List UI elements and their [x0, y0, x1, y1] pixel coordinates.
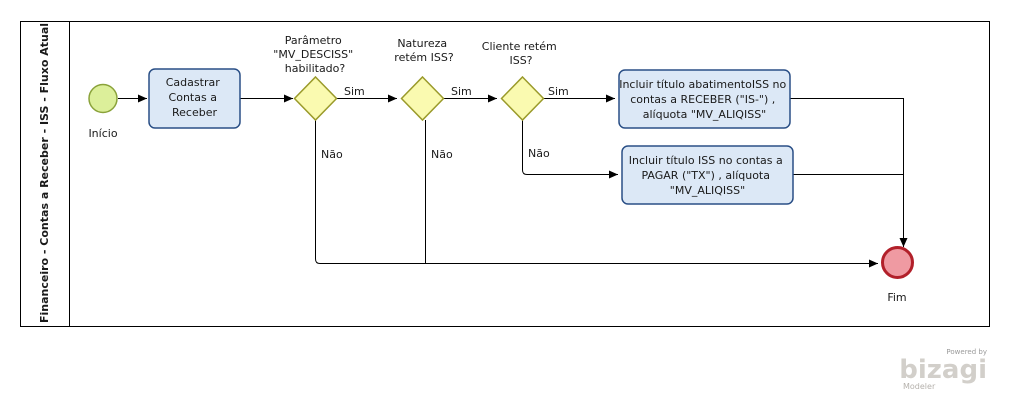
task-box — [148, 68, 241, 129]
start-event-label: Início — [88, 127, 117, 140]
flow-abatimento-to-fim — [790, 98, 908, 247]
gateway-diamond — [293, 75, 338, 122]
task-box — [621, 145, 794, 205]
gateway-natureza-retem-iss[interactable]: Natureza retém ISS? — [394, 37, 454, 122]
flow-label-nao-natureza: Não — [431, 148, 453, 161]
flow-cliente-nao — [522, 120, 618, 179]
flow-label-sim-parametro: Sim — [344, 85, 365, 98]
gateway-diamond — [400, 75, 445, 122]
task-label: Incluir título ISS no contas a PAGAR ("T… — [629, 154, 786, 197]
task-cadastrar-contas-a-receber[interactable]: Cadastrar Contas a Receber — [148, 68, 241, 129]
flow-label-sim-cliente: Sim — [548, 85, 569, 98]
task-label: Incluir título abatimentoISS no contas a… — [619, 78, 790, 121]
sequence-flows — [118, 94, 908, 268]
start-event[interactable]: Início — [88, 83, 118, 141]
start-event-circle — [88, 83, 118, 114]
flow-param-nao-to-fim — [315, 120, 878, 268]
flow-label-nao-parametro: Não — [321, 148, 343, 161]
task-box — [618, 69, 791, 129]
gateway-cliente-retem-iss[interactable]: Cliente retém ISS? — [482, 40, 560, 122]
task-incluir-titulo-iss-pagar[interactable]: Incluir título ISS no contas a PAGAR ("T… — [621, 145, 794, 205]
end-event-label: Fim — [887, 291, 906, 304]
flow-label-sim-natureza: Sim — [451, 85, 472, 98]
bizagi-logo: Powered by bizagi Modeler — [899, 348, 987, 391]
gateway-label: Natureza retém ISS? — [394, 37, 454, 64]
end-event-circle — [881, 246, 914, 279]
gateway-diamond — [500, 75, 545, 122]
bizagi-wordmark: bizagi — [899, 355, 987, 385]
gateway-label: Cliente retém ISS? — [482, 40, 560, 67]
powered-by-text: Powered by — [946, 348, 987, 356]
gateway-parametro-mv-desciss[interactable]: Parâmetro "MV_DESCISS" habilitado? — [273, 34, 356, 122]
flow-label-nao-cliente: Não — [528, 147, 550, 160]
modeler-text: Modeler — [903, 382, 936, 391]
task-incluir-titulo-abatimento[interactable]: Incluir título abatimentoISS no contas a… — [618, 69, 791, 129]
pool-title: Financeiro - Contas a Receber - ISS - Fl… — [38, 23, 51, 323]
end-event[interactable]: Fim — [881, 246, 914, 305]
task-label: Cadastrar Contas a Receber — [166, 76, 223, 119]
gateway-label: Parâmetro "MV_DESCISS" habilitado? — [273, 34, 356, 75]
